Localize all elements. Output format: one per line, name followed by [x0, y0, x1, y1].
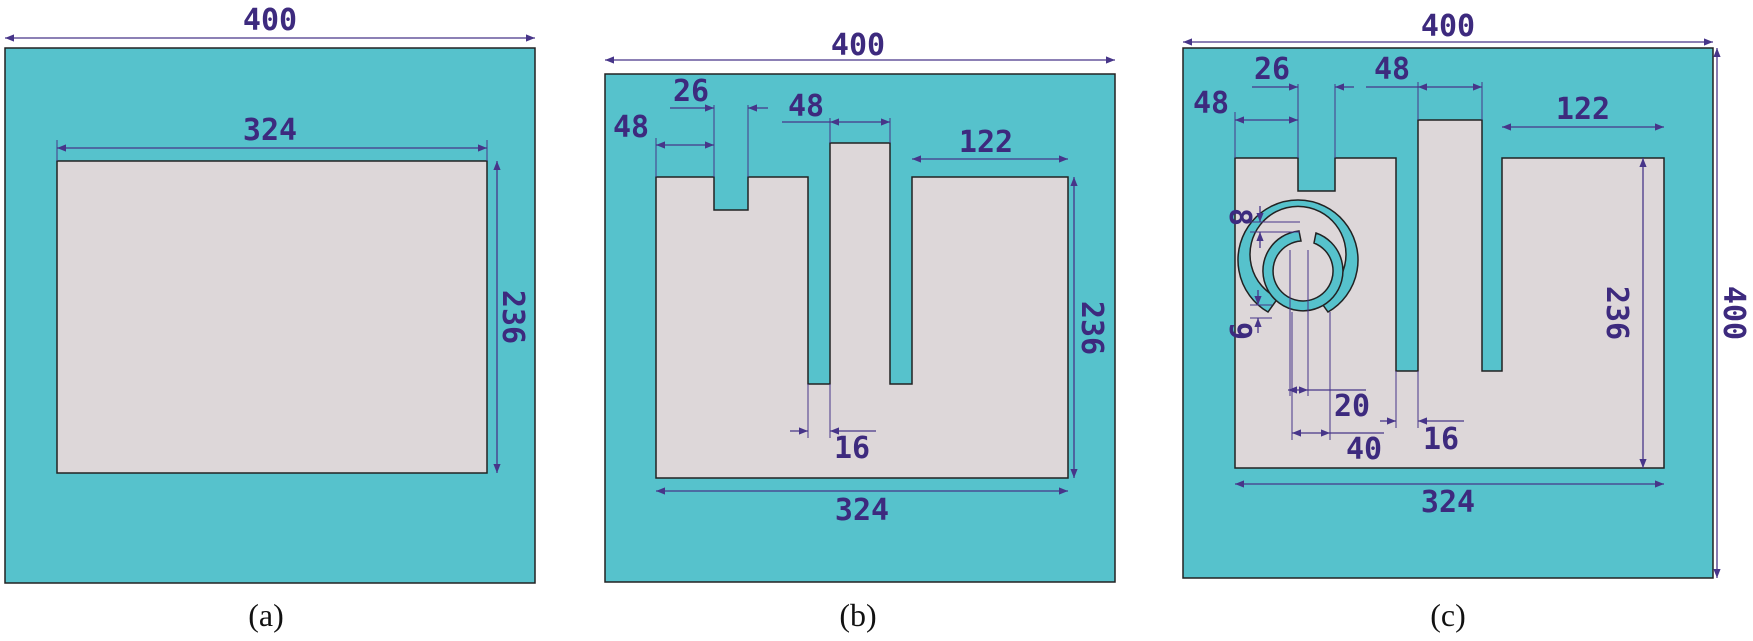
panel-c-ring-gap-bottom-label: 9 [1222, 322, 1257, 340]
caption-c: (c) [1430, 597, 1466, 633]
panel-c-ring-outer-label: 40 [1346, 432, 1382, 467]
panel-c: 400 400 26 48 48 122 236 8 9 [1182, 9, 1751, 633]
panel-c-right-offset-label: 122 [1556, 92, 1610, 127]
panel-c-outer-ring [1237, 199, 1359, 313]
panel-b-gap-label: 48 [788, 89, 824, 124]
caption-a: (a) [248, 597, 284, 633]
panel-b: 400 26 48 48 122 16 236 324 (b) [604, 28, 1116, 633]
panel-b-slot-label: 16 [834, 431, 870, 466]
caption-b: (b) [839, 597, 876, 633]
panel-a-patch [56, 160, 488, 474]
panel-a: 400 324 236 (a) [4, 3, 536, 633]
panel-a-inner-width-label: 324 [243, 113, 297, 148]
panel-c-gap-label: 48 [1374, 52, 1410, 87]
panel-b-right-offset-label: 122 [959, 125, 1013, 160]
panel-c-ring-inner-label: 20 [1334, 389, 1370, 424]
panel-c-bottom-width-label: 324 [1421, 485, 1475, 520]
panel-c-width-label: 400 [1421, 9, 1475, 44]
panel-c-height-label: 400 [1716, 286, 1751, 340]
panel-b-left-offset-label: 48 [613, 110, 649, 145]
panel-b-bottom-width-label: 324 [835, 493, 889, 528]
panel-b-width-label: 400 [831, 28, 885, 63]
panel-b-notch-label: 26 [673, 74, 709, 109]
panel-a-width-label: 400 [243, 3, 297, 38]
panel-c-left-offset-label: 48 [1193, 86, 1229, 121]
panel-c-inner-ring [1262, 230, 1344, 312]
panel-c-notch-label: 26 [1254, 52, 1290, 87]
panel-a-height-label: 236 [495, 290, 530, 344]
panel-c-slot-label: 16 [1423, 422, 1459, 457]
panel-c-ring-gap-top-label: 8 [1222, 208, 1257, 226]
panel-c-inner-height-label: 236 [1599, 286, 1634, 340]
panel-b-height-label: 236 [1074, 301, 1109, 355]
